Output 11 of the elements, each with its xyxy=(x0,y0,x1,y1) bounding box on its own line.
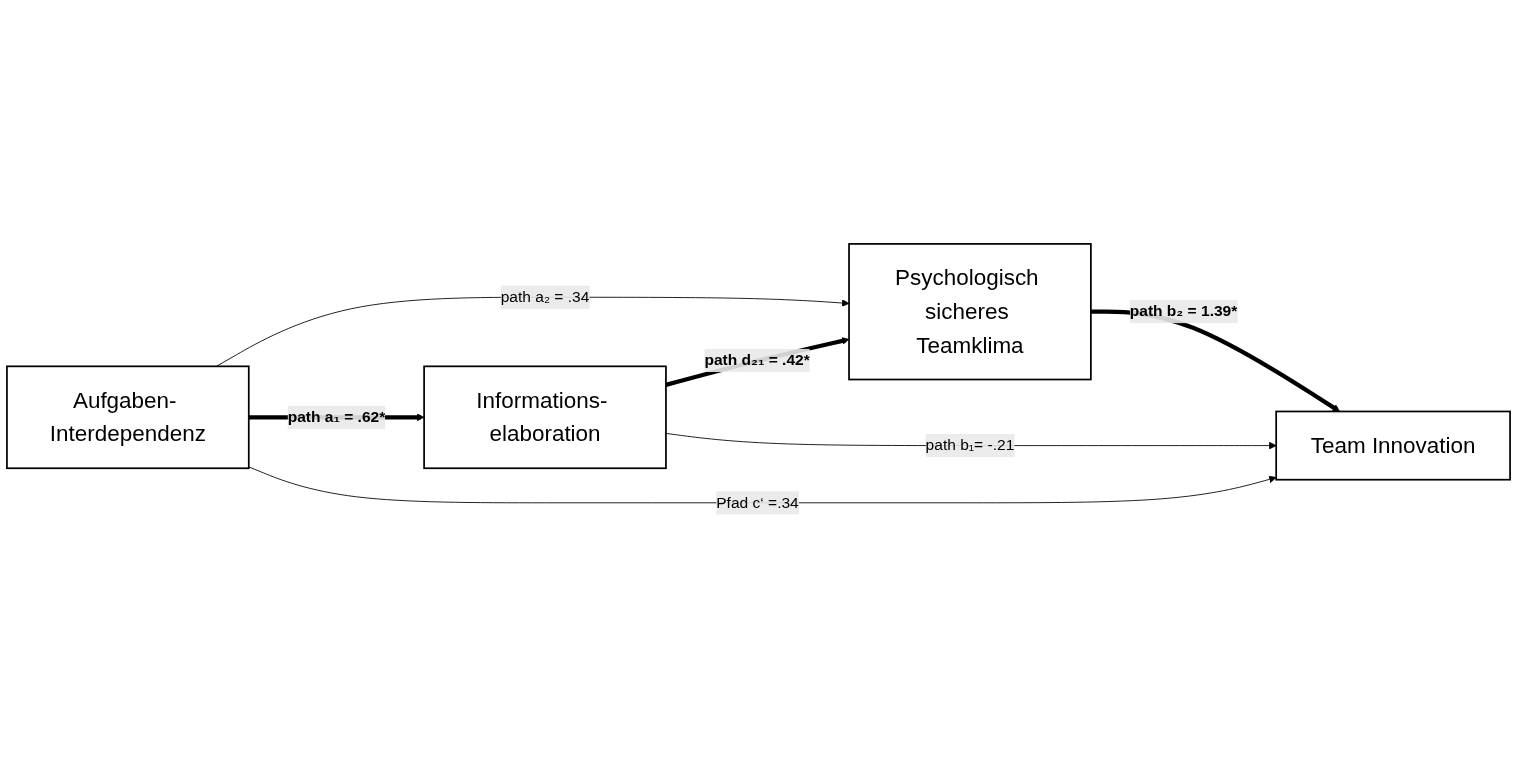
arrow xyxy=(665,337,850,388)
edge-label: Pfad c‘ =.34 xyxy=(716,494,799,512)
edge-label: path d₂₁ = .42* xyxy=(704,351,810,369)
edge-label: path a₂ = .34 xyxy=(500,288,590,306)
node-box: Informations- elaboration xyxy=(423,365,667,470)
edge-label: path a₁ = .62* xyxy=(287,408,386,426)
node-box: Psychologisch sicheres Teamklima xyxy=(848,243,1092,381)
node-box: Aufgaben- Interdependenz xyxy=(6,365,250,470)
node-box: Team Innovation xyxy=(1275,410,1511,481)
edge-label: path b₂ = 1.39* xyxy=(1129,302,1238,321)
edge-label: path b₁= -.21 xyxy=(925,436,1015,455)
